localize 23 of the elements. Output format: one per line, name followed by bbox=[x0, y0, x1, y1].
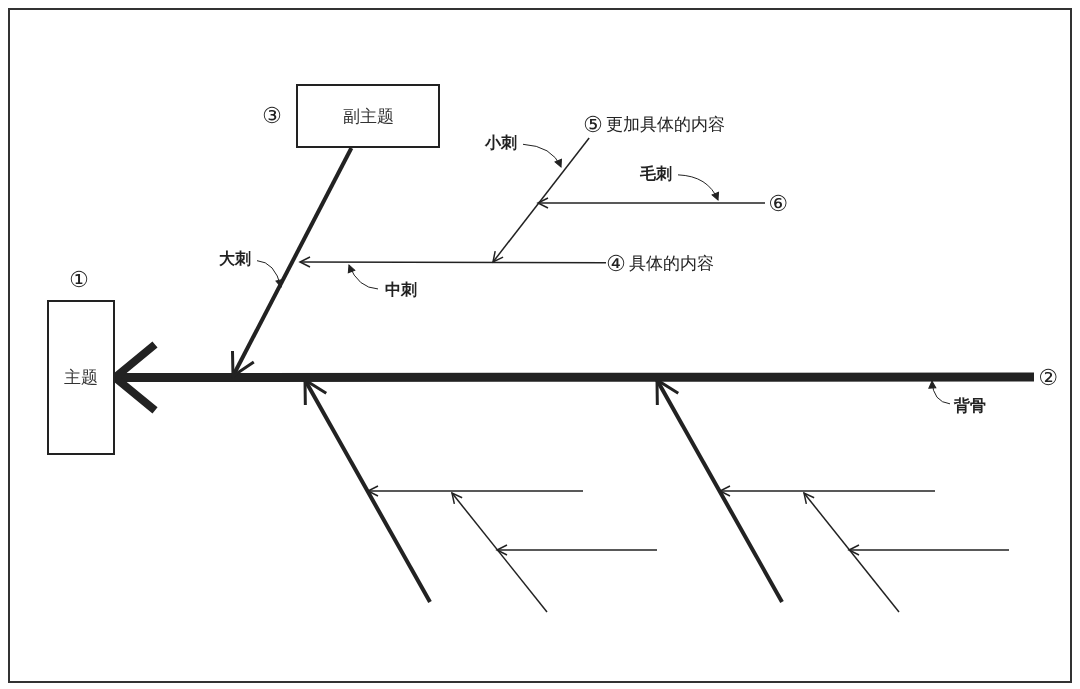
bone-arrow bbox=[299, 256, 607, 268]
leader-line bbox=[348, 264, 379, 290]
description-text: 更加具体的内容 bbox=[605, 112, 725, 136]
callout-number: ① bbox=[69, 267, 89, 292]
part-label: 大刺 bbox=[212, 247, 257, 271]
part-label: 毛刺 bbox=[633, 162, 678, 186]
subtopic-box: 副主题 bbox=[296, 84, 440, 148]
bone-arrow bbox=[492, 137, 590, 263]
callout-number: ④ bbox=[606, 250, 626, 276]
leader-line bbox=[522, 143, 562, 168]
leader-line bbox=[928, 380, 951, 405]
leader-line bbox=[256, 260, 284, 288]
description-text: 具体的内容 bbox=[628, 251, 714, 275]
callout-number: ③ bbox=[262, 103, 282, 128]
bone-arrow bbox=[537, 197, 766, 209]
callout-number: ⑤ bbox=[583, 111, 603, 137]
part-label: 小刺 bbox=[478, 131, 523, 155]
part-label: 背骨 bbox=[950, 394, 990, 418]
topic-box: 主题 bbox=[47, 300, 115, 455]
callout-number: ② bbox=[1034, 364, 1062, 390]
callout-number: ⑥ bbox=[765, 190, 791, 216]
leader-line bbox=[677, 174, 719, 201]
part-label: 中刺 bbox=[378, 278, 423, 302]
